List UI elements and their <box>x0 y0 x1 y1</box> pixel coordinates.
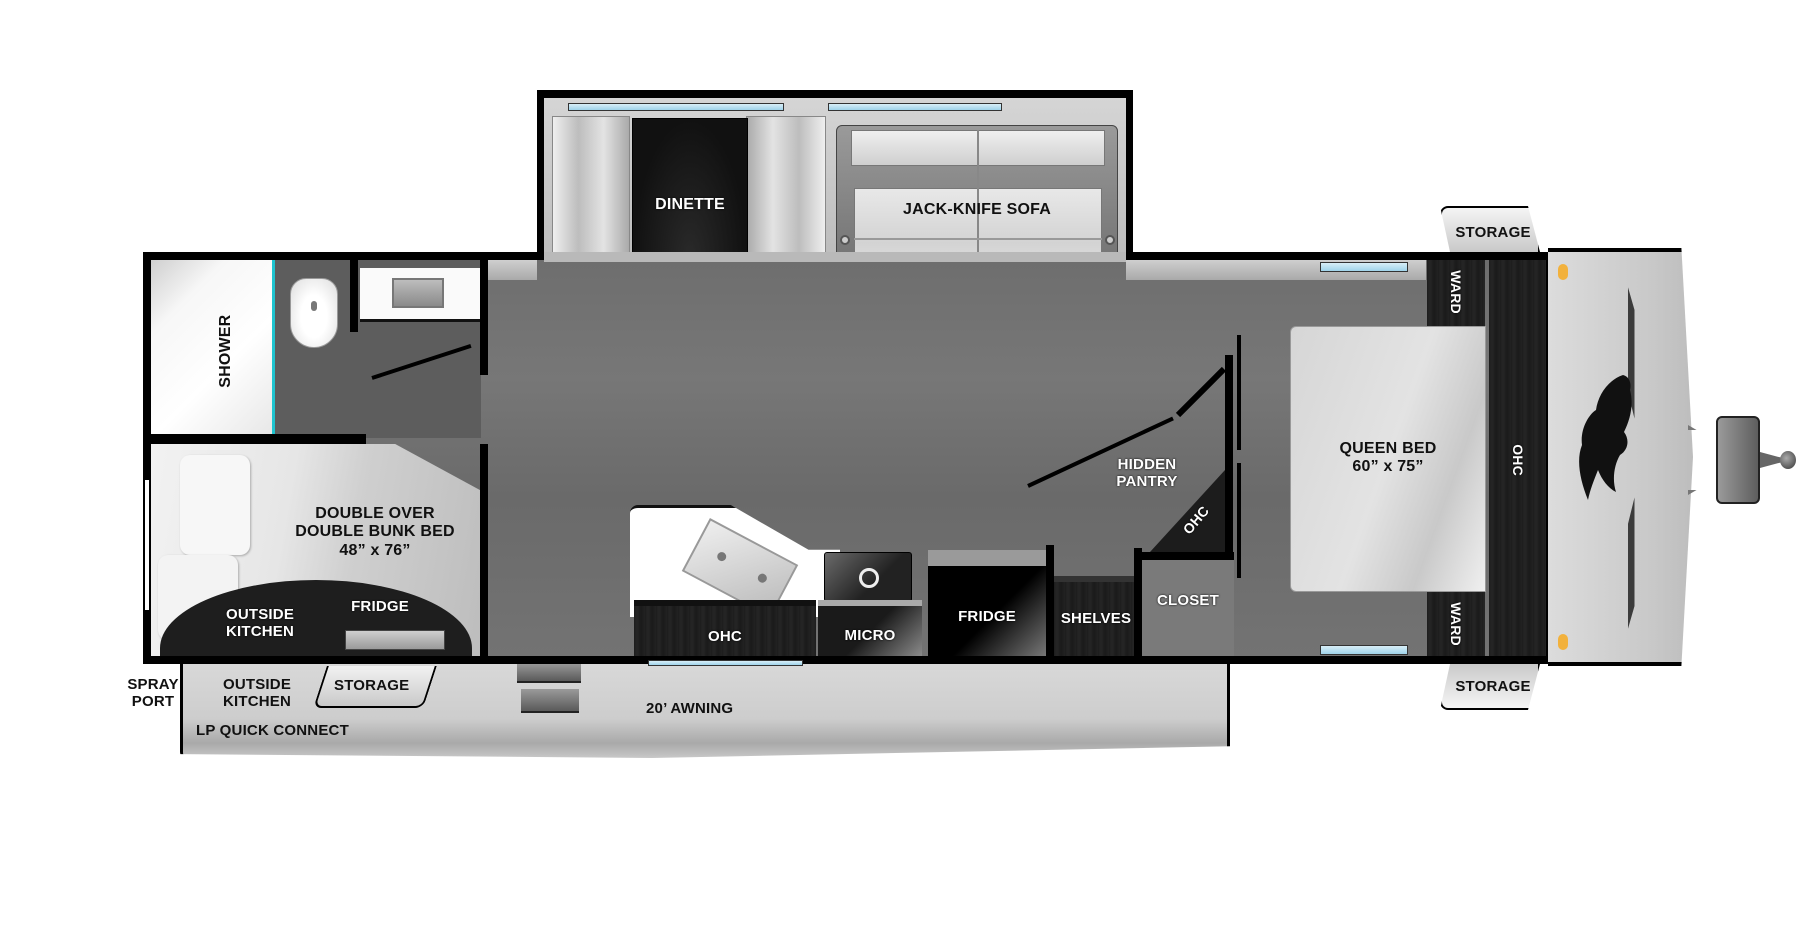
sink-drain-left <box>715 550 728 563</box>
bath-wall-right <box>480 260 488 375</box>
front-ohc-label: OHC <box>1510 444 1527 476</box>
front-wall-slideout-opening <box>544 252 1126 262</box>
bedroom-sliding-door-1[interactable] <box>1237 335 1241 450</box>
kitchen-window <box>648 660 803 666</box>
pantry-wall-vertical <box>1225 355 1233 555</box>
storage-front-bottom-label: STORAGE <box>1455 678 1531 695</box>
outside-kitchen-line1: OUTSIDE <box>222 676 292 693</box>
bunk-size: 48” x 76” <box>339 541 411 559</box>
bunk-fridge-tray <box>345 630 445 650</box>
ward-bottom-label: WARD <box>1448 602 1465 646</box>
horse-logo-icon <box>1568 370 1638 520</box>
sofa-knob-left <box>840 235 850 245</box>
bunk-fridge-label: FRIDGE <box>351 598 409 615</box>
shelves-label: SHELVES <box>1060 610 1132 627</box>
bedroom-sliding-door-2[interactable] <box>1237 463 1241 578</box>
front-bedroom-window-bottom <box>1320 645 1408 655</box>
sink-drain-right <box>756 572 769 585</box>
pantry-line2: PANTRY <box>1116 473 1178 491</box>
bath-bunk-wall <box>151 434 366 444</box>
pantry-line1: HIDDEN <box>1117 456 1177 473</box>
vanity-sink[interactable] <box>392 278 444 308</box>
ok-inner-line2: KITCHEN <box>225 623 295 641</box>
shower-stall[interactable] <box>151 260 275 438</box>
cooktop-burner <box>859 568 879 588</box>
spray-port-line1: SPRAY <box>127 676 179 693</box>
spray-port-line2: PORT <box>131 693 175 711</box>
sofa-label: JACK-KNIFE SOFA <box>903 201 1051 218</box>
fridge-divider <box>1046 545 1054 657</box>
outside-kitchen-inner-label: OUTSIDE KITCHEN <box>210 606 310 641</box>
slideout-window-right <box>828 103 1002 111</box>
ward-top-label: WARD <box>1448 270 1465 314</box>
front-bedroom-window-top <box>1320 262 1408 272</box>
fridge[interactable] <box>928 550 1046 656</box>
queen-line2: 60” x 75” <box>1352 458 1424 476</box>
closet[interactable] <box>1142 552 1234 656</box>
wardrobe-bottom[interactable] <box>1427 592 1485 656</box>
storage-front-top-label: STORAGE <box>1455 224 1531 241</box>
bunk-bed-label: DOUBLE OVER DOUBLE BUNK BED 48” x 76” <box>290 505 460 560</box>
storage-hatch-front-bottom[interactable] <box>1440 664 1540 710</box>
rear-side-trim <box>487 260 537 280</box>
wardrobe-top[interactable] <box>1427 260 1485 326</box>
toilet[interactable] <box>290 278 338 348</box>
micro-label: MICRO <box>844 627 896 644</box>
side-window-rear <box>145 480 149 610</box>
bunk-pillow-1 <box>180 455 250 555</box>
step-upper <box>517 663 581 683</box>
outside-kitchen-exterior-label: OUTSIDE KITCHEN <box>212 676 302 711</box>
kitchen-ohc-label: OHC <box>708 628 742 645</box>
sofa-seam <box>854 238 1102 240</box>
hitch-jack[interactable] <box>1716 416 1760 504</box>
shelves-wall <box>1134 548 1142 658</box>
closet-label: CLOSET <box>1156 592 1220 609</box>
queen-bed[interactable] <box>1290 326 1486 592</box>
kitchen-ohc[interactable] <box>634 600 816 656</box>
shower-label: SHOWER <box>216 314 234 388</box>
marker-light-top <box>1558 264 1568 280</box>
slideout-window-left <box>568 103 784 111</box>
hitch-ball <box>1780 451 1796 469</box>
fridge-label: FRIDGE <box>958 608 1016 625</box>
marker-light-bottom <box>1558 634 1568 650</box>
outside-kitchen-line2: KITCHEN <box>222 693 292 711</box>
awning-label: 20’ AWNING <box>646 700 734 717</box>
hidden-pantry-label: HIDDEN PANTRY <box>1102 456 1192 491</box>
bunk-wall-right <box>480 444 488 656</box>
lp-quick-connect-label: LP QUICK CONNECT <box>196 722 349 739</box>
sofa-knob-right <box>1105 235 1115 245</box>
spray-port-label: SPRAY PORT <box>118 676 188 711</box>
bunk-line1: DOUBLE OVER <box>315 505 435 522</box>
queen-line1: QUEEN BED <box>1339 440 1437 457</box>
shelves[interactable] <box>1054 576 1138 656</box>
queen-bed-label: QUEEN BED 60” x 75” <box>1290 440 1486 477</box>
bath-partition <box>350 260 358 332</box>
toilet-drain <box>311 301 317 311</box>
vanity <box>360 268 480 322</box>
bunk-line2: DOUBLE BUNK BED <box>295 523 455 541</box>
microwave[interactable] <box>818 600 922 656</box>
front-ohc[interactable] <box>1489 260 1546 656</box>
step-lower <box>521 689 579 713</box>
ok-inner-line1: OUTSIDE <box>225 606 295 623</box>
sofa-cushion-divider <box>977 130 979 280</box>
storage-rear-label: STORAGE <box>334 677 410 694</box>
entry-steps[interactable] <box>513 663 585 715</box>
dinette-label: DINETTE <box>655 196 725 213</box>
cooktop[interactable] <box>824 552 912 602</box>
